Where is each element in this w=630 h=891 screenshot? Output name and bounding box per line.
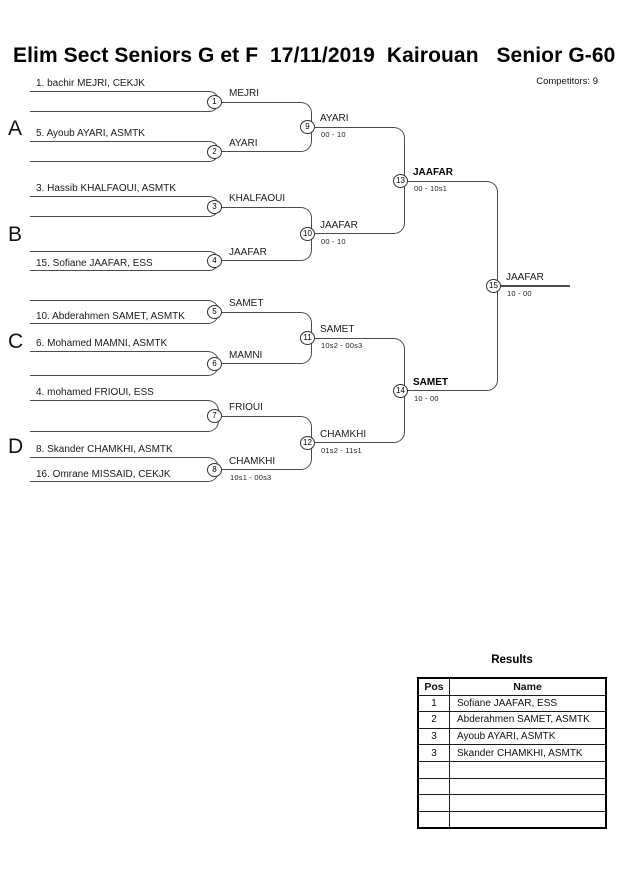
- match-score: 10s2 - 00s3: [321, 341, 363, 350]
- match-6-lines: [30, 351, 219, 376]
- results-name-cell: Ayoub AYARI, ASMTK: [449, 727, 607, 746]
- match-score: 10s1 - 00s3: [230, 473, 272, 482]
- match-score: 00 - 10: [321, 130, 346, 139]
- match-10-lines: [222, 207, 312, 261]
- results-pos-cell: [417, 777, 450, 796]
- match-score: 00 - 10: [321, 237, 346, 246]
- match-3-lines: [30, 196, 219, 217]
- results-pos-cell: 2: [417, 711, 450, 729]
- results-name-cell: Abderahmen SAMET, ASMTK: [449, 711, 607, 729]
- results-name-cell: [449, 794, 607, 812]
- match-9-lines: [222, 102, 312, 152]
- winner-name: AYARI: [229, 138, 258, 149]
- match-score: 10 - 00: [507, 289, 532, 298]
- player-name: 10. Abderahmen SAMET, ASMTK: [36, 311, 185, 322]
- results-name-cell: Skander CHAMKHI, ASMTK: [449, 744, 607, 762]
- match-number-circle: 15: [486, 279, 501, 293]
- winner-name: KHALFAOUI: [229, 193, 286, 204]
- results-row: [417, 777, 607, 796]
- match-number-circle: 7: [207, 409, 222, 423]
- match-number-circle: 9: [300, 120, 315, 134]
- results-row: [417, 760, 607, 779]
- match-number-circle: 8: [207, 463, 222, 477]
- match-11-lines: [222, 312, 312, 364]
- match-number-circle: 2: [207, 145, 222, 159]
- match-7-lines: [30, 400, 219, 432]
- results-col-pos: Pos: [417, 677, 450, 696]
- winner-name: AYARI: [320, 113, 349, 124]
- match-score: 10 - 00: [414, 394, 439, 403]
- results-pos-cell: 1: [417, 694, 450, 713]
- match-13-lines: [315, 127, 405, 234]
- match-number-circle: 6: [207, 357, 222, 371]
- page-title: Elim Sect Seniors G et F 17/11/2019 Kair…: [13, 44, 616, 67]
- match-score: 01s2 - 11s1: [321, 446, 362, 455]
- winner-name: MEJRI: [229, 88, 259, 99]
- section-label-a: A: [8, 117, 23, 140]
- winner-name: SAMET: [320, 324, 355, 335]
- match-score: 00 - 10s1: [414, 184, 448, 193]
- section-label-b: B: [8, 223, 23, 246]
- winner-name: MAMNI: [229, 350, 263, 361]
- winner-name: FRIOUI: [229, 402, 263, 413]
- results-name-cell: [449, 810, 607, 829]
- results-row: [417, 810, 607, 829]
- results-pos-cell: 3: [417, 744, 450, 762]
- winner-name: CHAMKHI: [229, 456, 276, 467]
- results-row: [417, 794, 607, 812]
- results-col-name: Name: [449, 677, 607, 696]
- match-number-circle: 4: [207, 254, 222, 268]
- competitors-count: Competitors: 9: [536, 76, 598, 87]
- player-name: 4. mohamed FRIOUI, ESS: [36, 387, 154, 398]
- winner-name: SAMET: [413, 377, 448, 388]
- section-label-c: C: [8, 330, 24, 353]
- match-number-circle: 3: [207, 200, 222, 214]
- results-header-row: Pos Name: [417, 677, 607, 696]
- winner-name: JAAFAR: [506, 272, 544, 283]
- player-name: 16. Omrane MISSAID, CEKJK: [36, 469, 171, 480]
- match-number-circle: 13: [393, 174, 408, 188]
- final-winner-line: [501, 285, 570, 287]
- results-name-cell: Sofiane JAAFAR, ESS: [449, 694, 607, 713]
- player-name: 1. bachir MEJRI, CEKJK: [36, 78, 145, 89]
- section-label-d: D: [8, 435, 24, 458]
- match-1-lines: [30, 91, 219, 112]
- player-name: 15. Sofiane JAAFAR, ESS: [36, 258, 153, 269]
- results-pos-cell: 3: [417, 727, 450, 746]
- match-2-lines: [30, 141, 219, 162]
- winner-name: SAMET: [229, 298, 264, 309]
- winner-name: CHAMKHI: [320, 429, 367, 440]
- results-pos-cell: [417, 794, 450, 812]
- match-number-circle: 12: [300, 436, 315, 450]
- player-name: 6. Mohamed MAMNI, ASMTK: [36, 338, 168, 349]
- player-name: 8. Skander CHAMKHI, ASMTK: [36, 444, 173, 455]
- results-name-cell: [449, 777, 607, 796]
- results-pos-cell: [417, 810, 450, 829]
- results-pos-cell: [417, 760, 450, 779]
- player-name: 3. Hassib KHALFAOUI, ASMTK: [36, 183, 177, 194]
- match-14-lines: [315, 338, 405, 443]
- winner-name: JAAFAR: [229, 247, 267, 258]
- match-15-lines: [408, 181, 498, 391]
- match-number-circle: 14: [393, 384, 408, 398]
- winner-name: JAAFAR: [413, 167, 454, 178]
- match-number-circle: 1: [207, 95, 222, 109]
- results-name-cell: [449, 760, 607, 779]
- match-12-lines: [222, 416, 312, 470]
- results-title: Results: [491, 654, 533, 666]
- match-number-circle: 5: [207, 305, 222, 319]
- player-name: 5. Ayoub AYARI, ASMTK: [36, 128, 145, 139]
- winner-name: JAAFAR: [320, 220, 358, 231]
- match-number-circle: 11: [300, 331, 315, 345]
- match-number-circle: 10: [300, 227, 315, 241]
